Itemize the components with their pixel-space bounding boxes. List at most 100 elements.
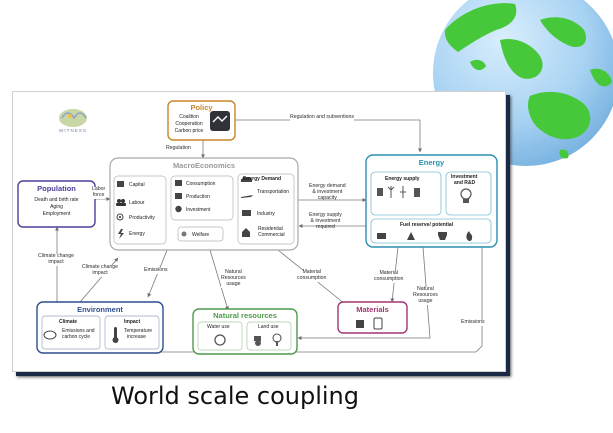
link-natres-usage-right-line: usage bbox=[418, 297, 433, 304]
link-labor-force-line: force bbox=[92, 191, 105, 198]
battery-icon bbox=[414, 188, 420, 197]
natural-resources-title: Natural resources bbox=[213, 311, 277, 320]
link-natres-usage-mid-line: usage bbox=[226, 280, 241, 287]
policy-lines: Coalition Cooperation Carbon price bbox=[170, 114, 208, 135]
link-material-consumption-right: Material consumption bbox=[374, 270, 404, 283]
natres-water-subbox bbox=[197, 321, 243, 351]
link-energy-demand-line: Energy demand bbox=[309, 183, 346, 189]
link-labor-force-line: Labor bbox=[92, 186, 106, 192]
witness-logo-icon bbox=[59, 109, 87, 127]
link-emissions-right: Emissions bbox=[461, 319, 485, 326]
solar-icon bbox=[377, 188, 383, 196]
link-climate-impact-left-line: impact bbox=[48, 258, 64, 265]
energy-rnd-label-2: and R&D bbox=[454, 180, 476, 186]
windmill-icon bbox=[387, 186, 395, 198]
materials-barrel-icon bbox=[373, 317, 383, 330]
env-climate-subbox bbox=[41, 315, 101, 350]
house-icon bbox=[242, 228, 250, 237]
arrow-energy-to-natres bbox=[297, 246, 431, 340]
link-material-consumption-mid: Material consumption bbox=[297, 269, 327, 282]
link-energy-supply: Energy supply & investment required bbox=[309, 212, 342, 231]
env-impact-subbox bbox=[104, 315, 160, 350]
investment-icon bbox=[175, 205, 182, 213]
link-climate-impact-mid-line: Climate change bbox=[82, 264, 119, 270]
coal-cart-icon bbox=[377, 233, 386, 239]
population-line: Death and birth rate bbox=[34, 197, 79, 203]
link-natres-usage-mid-line: Resources bbox=[221, 274, 246, 281]
icons bbox=[43, 109, 473, 346]
population-title: Population bbox=[37, 184, 76, 193]
policy-line: Cooperation bbox=[175, 121, 203, 127]
macro-flow-production: Production bbox=[186, 194, 210, 200]
materials-box bbox=[337, 301, 408, 334]
population-box bbox=[17, 180, 96, 228]
link-natres-usage-right: Natural Resources usage bbox=[413, 286, 438, 305]
materials-block-icon bbox=[356, 320, 364, 328]
link-natres-usage-mid-line: Natural bbox=[225, 269, 242, 275]
arrow-macro-to-natres bbox=[209, 249, 229, 311]
energy-supply-subbox bbox=[370, 171, 442, 216]
energy-demand-title: Energy Demand bbox=[243, 176, 282, 182]
macro-flow-consumption: Consumption bbox=[186, 181, 216, 187]
macroeconomics-title: MacroEconomics bbox=[172, 161, 236, 170]
population-line: Aging bbox=[50, 204, 63, 210]
research-icon bbox=[460, 188, 472, 203]
population-line: Employment bbox=[42, 211, 71, 217]
macro-flows-subbox bbox=[170, 175, 234, 221]
link-climate-impact-left-line: Climate change bbox=[38, 253, 75, 259]
natres-land-label: Land use bbox=[258, 324, 279, 330]
link-natres-usage-right-line: Natural bbox=[417, 286, 434, 292]
consumption-icon bbox=[175, 180, 182, 186]
nuclear-icon bbox=[400, 186, 406, 198]
productivity-icon bbox=[116, 213, 124, 221]
natres-water-label: Water use bbox=[207, 324, 230, 330]
diagram-boxes bbox=[17, 100, 498, 355]
cloud-co2-icon bbox=[43, 330, 57, 340]
capital-icon bbox=[117, 181, 124, 187]
link-material-consumption-right-line: Material bbox=[379, 270, 398, 276]
env-climate-line-2: carbon cycle bbox=[62, 334, 91, 340]
link-energy-demand-line: capacity bbox=[317, 194, 337, 201]
macro-flow-investment: Investment bbox=[186, 207, 211, 213]
demand-residential: Residential bbox=[258, 226, 283, 232]
env-climate-line-1: Emissions and bbox=[62, 328, 95, 334]
macro-welfare-subbox bbox=[177, 226, 224, 242]
labour-icon bbox=[116, 199, 126, 206]
energy-title: Energy bbox=[418, 158, 445, 167]
link-material-consumption-mid-line: Material bbox=[302, 269, 321, 275]
link-climate-impact-mid-line: impact bbox=[92, 269, 108, 276]
macro-factor-productivity: Productivity bbox=[129, 215, 155, 221]
tractor-icon bbox=[254, 336, 261, 346]
link-energy-supply-line: Energy supply bbox=[309, 212, 342, 218]
energy-rnd-subbox bbox=[445, 171, 492, 216]
tree-icon bbox=[272, 333, 282, 346]
link-natres-usage-right-line: Resources bbox=[413, 291, 438, 298]
demand-transportation: Transportation bbox=[257, 189, 290, 195]
gas-flame-icon bbox=[466, 231, 473, 241]
macro-factor-capital: Capital bbox=[129, 182, 145, 188]
env-impact-line-1: Temperature bbox=[124, 328, 153, 334]
link-material-consumption-right-line: consumption bbox=[374, 275, 404, 282]
policy-title: Policy bbox=[190, 103, 213, 112]
production-icon bbox=[175, 193, 182, 199]
env-climate-title: Climate bbox=[59, 319, 78, 325]
oil-pump-icon bbox=[407, 232, 415, 240]
energy-rnd-label-1: Investment bbox=[451, 174, 478, 180]
macro-factor-energy: Energy bbox=[129, 231, 145, 237]
link-energy-supply-line: required bbox=[315, 223, 335, 230]
link-labor-force: Labor force bbox=[92, 186, 106, 199]
handshake-icon bbox=[210, 111, 230, 131]
link-energy-demand: Energy demand & investment capacity bbox=[309, 183, 346, 202]
energy-supply-label: Energy supply bbox=[385, 176, 420, 182]
link-material-consumption-mid-line: consumption bbox=[297, 274, 327, 281]
environment-title: Environment bbox=[77, 305, 123, 314]
car-icon bbox=[241, 177, 252, 182]
macro-factors-subbox bbox=[113, 175, 167, 245]
macro-demand-subbox bbox=[237, 173, 295, 245]
airplane-icon bbox=[241, 195, 253, 198]
witness-logo-text: WITNESS bbox=[59, 128, 87, 133]
link-climate-impact-mid: Climate change impact bbox=[82, 264, 119, 277]
materials-title: Materials bbox=[356, 305, 389, 314]
link-energy-supply-line: & investment bbox=[310, 217, 341, 224]
